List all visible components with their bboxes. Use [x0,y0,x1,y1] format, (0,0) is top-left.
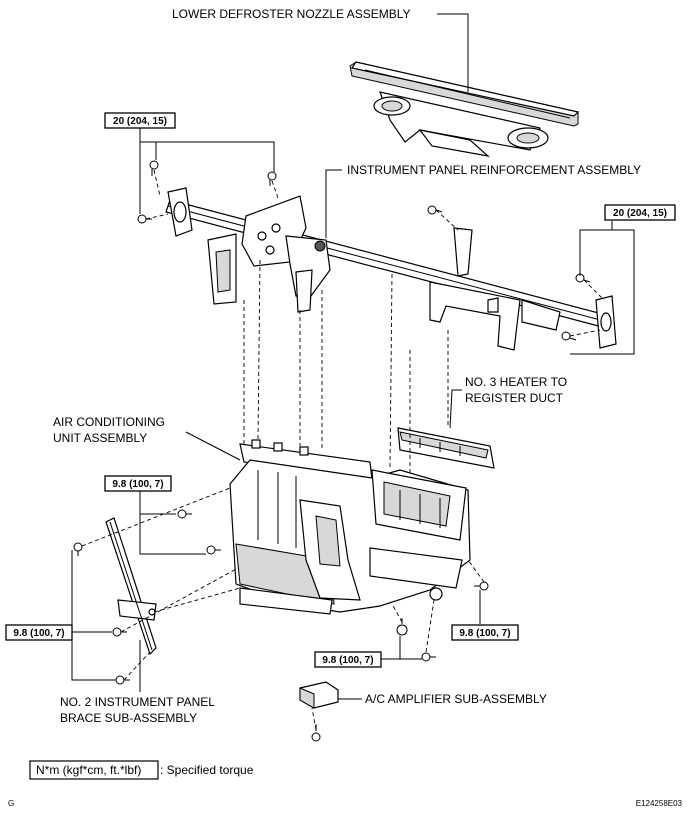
bolt-icon [561,331,577,341]
bolts [73,160,591,742]
svg-text:20 (204, 15): 20 (204, 15) [613,208,667,219]
bolt-icon [177,509,192,519]
torque-box-upper-right: 20 (204, 15) [604,204,676,221]
no3-heater-to-register-duct [397,427,495,469]
label-lower-defroster-nozzle: LOWER DEFROSTER NOZZLE ASSEMBLY [172,7,411,21]
label-brace-line2: BRACE SUB-ASSEMBLY [60,711,197,725]
label-heater-duct-line1: NO. 3 HEATER TO [465,375,567,389]
bolt-icon [137,214,152,224]
svg-text:9.8 (100, 7): 9.8 (100, 7) [13,628,64,639]
instrument-panel-reinforcement-assembly [165,187,617,351]
bolt-icon [396,618,408,636]
label-ac-unit-line1: AIR CONDITIONING [53,415,165,429]
no2-instrument-panel-brace [105,517,157,656]
torque-box-upper-left: 20 (204, 15) [104,112,176,129]
corner-letter: G [8,799,14,808]
label-ac-amplifier: A/C AMPLIFIER SUB-ASSEMBLY [365,692,547,706]
leader-lines [71,13,635,700]
label-brace-line1: NO. 2 INSTRUMENT PANEL [60,695,215,709]
bolt-icon [575,273,591,283]
svg-text:9.8 (100, 7): 9.8 (100, 7) [459,628,510,639]
bolt-icon [112,627,127,637]
torque-legend: N*m (kgf*cm, ft.*lbf) : Specified torque [29,760,254,780]
bolt-icon [427,205,443,215]
bolt-icon [73,542,83,556]
bolt-icon [421,652,436,662]
figure-id: E124258E03 [636,799,683,808]
bolt-icon [311,724,321,742]
air-conditioning-unit-assembly [229,439,471,615]
bolt-icon [206,545,221,555]
torque-box-lower-left: 9.8 (100, 7) [5,624,73,641]
label-heater-duct-line2: REGISTER DUCT [465,391,564,405]
ac-amplifier-sub-assembly [299,681,339,709]
torque-box-lower-right: 9.8 (100, 7) [451,624,519,641]
legend-description: : Specified torque [160,763,254,777]
lower-defroster-nozzle-assembly [349,61,580,157]
bolt-icon [267,171,277,186]
svg-text:9.8 (100, 7): 9.8 (100, 7) [322,655,373,666]
torque-box-bottom-center: 9.8 (100, 7) [314,651,382,668]
torque-box-mid-left: 9.8 (100, 7) [104,475,172,492]
svg-text:20 (204, 15): 20 (204, 15) [113,116,167,127]
bolt-icon [115,675,130,685]
alignment-lines [81,169,605,731]
label-instrument-panel-reinforcement: INSTRUMENT PANEL REINFORCEMENT ASSEMBLY [347,163,641,177]
legend-unit-box: N*m (kgf*cm, ft.*lbf) [36,763,141,777]
svg-text:9.8 (100, 7): 9.8 (100, 7) [112,479,163,490]
label-ac-unit-line2: UNIT ASSEMBLY [53,431,147,445]
bolt-icon [149,160,159,176]
bolt-icon [474,581,489,591]
